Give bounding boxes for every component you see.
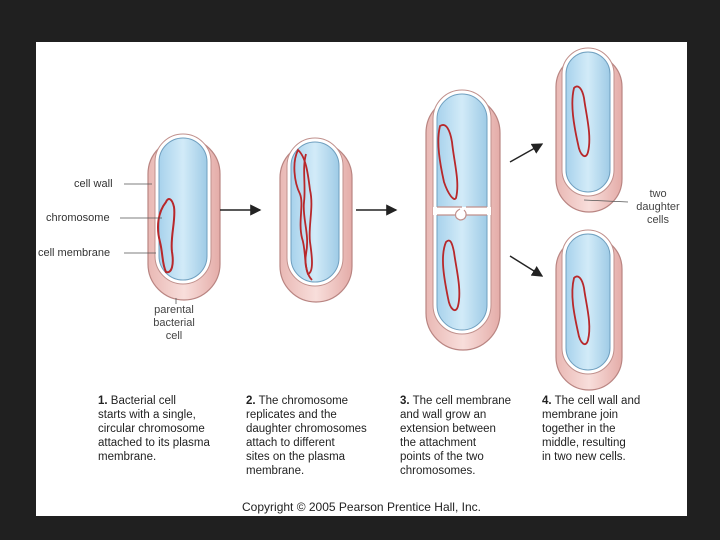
label-leaders xyxy=(120,183,629,304)
chromosome-4a xyxy=(571,85,591,158)
daughter-cell-top xyxy=(555,47,623,213)
parental-cell-label: parental bacterial cell xyxy=(153,304,195,342)
step-2-caption: 2. The chromosome replicates and the dau… xyxy=(246,395,367,477)
copyright-notice: Copyright © 2005 Pearson Prentice Hall, … xyxy=(242,500,481,514)
chromosome-label: chromosome xyxy=(46,212,110,224)
step-1-caption: 1. Bacterial cell starts with a single, … xyxy=(98,395,210,463)
chromosome-4b xyxy=(571,275,591,346)
chromosome-1 xyxy=(157,198,176,274)
chromosome-3b xyxy=(442,239,461,312)
dividing-cell xyxy=(425,89,501,351)
replicating-cell xyxy=(279,137,353,303)
cell-membrane-label: cell membrane xyxy=(38,247,111,259)
daughter-cell-bottom xyxy=(555,229,623,391)
daughter-cells-label: two daughter cells xyxy=(636,188,680,226)
cell-wall-label: cell wall xyxy=(74,178,113,190)
step-3-caption: 3. The cell membrane and wall grow an ex… xyxy=(400,395,512,477)
step-arrows xyxy=(220,143,544,277)
parental-cell xyxy=(147,133,221,301)
diagram-panel: cell wall chromosome cell membrane paren… xyxy=(36,42,687,516)
arrow-3-to-4-bottom xyxy=(509,255,544,277)
chromosome-3a xyxy=(437,124,459,200)
arrow-3-to-4-top xyxy=(509,143,544,163)
binary-fission-illustration xyxy=(120,47,629,391)
step-4-caption: 4. The cell wall and membrane join toget… xyxy=(542,395,641,463)
chromosome-2b xyxy=(302,153,313,281)
